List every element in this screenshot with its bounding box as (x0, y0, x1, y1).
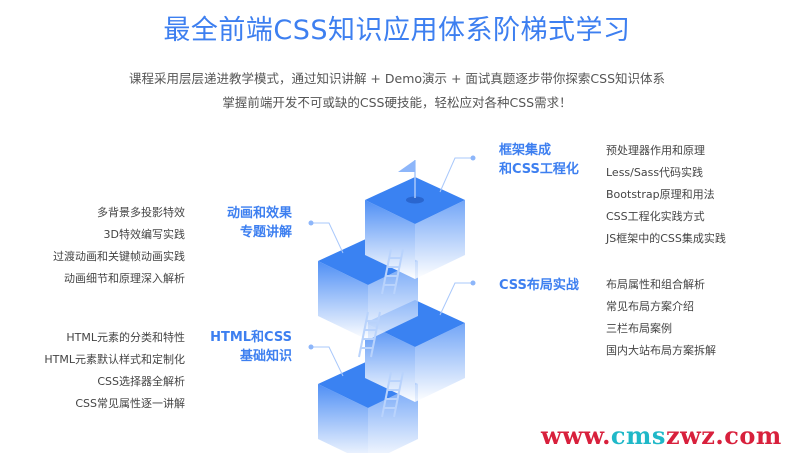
ladder-icon (393, 248, 404, 295)
label-line: 框架集成 (499, 143, 552, 158)
block-left-face (365, 200, 415, 279)
topic-item: CSS工程化实践方式 (606, 210, 705, 223)
topic-item: 多背景多投影特效 (97, 206, 185, 219)
topic-item: Less/Sass代码实践 (606, 166, 704, 179)
topic-item: CSS选择器全解析 (97, 375, 185, 388)
topic-item: 过渡动画和关键帧动画实践 (53, 250, 185, 263)
ladder-icon (358, 311, 369, 358)
ladder-icon (393, 371, 404, 418)
topic-item: CSS常见属性逐一讲解 (75, 397, 185, 410)
topic-item: 国内大站布局方案拆解 (606, 344, 716, 357)
flag-hole (406, 196, 424, 204)
topic-item: HTML元素默认样式和定制化 (44, 353, 185, 366)
label-line: HTML和CSS (210, 330, 292, 345)
block-left-face (318, 261, 368, 340)
topic-item: 动画细节和原理深入解析 (64, 272, 185, 285)
leader-dot (470, 280, 476, 286)
block-right-face (415, 323, 465, 402)
topic-item: 预处理器作用和原理 (606, 144, 705, 157)
section-label-framework: 框架集成 和CSS工程化 (499, 141, 579, 179)
ladder-icon (381, 248, 392, 295)
ladder-icon (381, 371, 392, 418)
subtitle-line-2: 掌握前端开发不可或缺的CSS硬技能，轻松应对各种CSS需求！ (222, 95, 572, 110)
leader-dot (308, 220, 314, 226)
section-label-animation: 动画和效果 专题讲解 (227, 204, 292, 242)
topic-item: 3D特效编写实践 (103, 228, 185, 241)
topic-item: 常见布局方案介绍 (606, 300, 694, 313)
leader-dot (308, 344, 314, 350)
block-right-face (368, 384, 418, 453)
label-line: 基础知识 (239, 349, 292, 364)
block-left-face (318, 384, 368, 453)
leader-line (311, 222, 344, 254)
leader-line (439, 157, 473, 193)
watermark: www.cmszwz.com (541, 421, 782, 450)
page-title: 最全前端CSS知识应用体系阶梯式学习 (163, 15, 631, 46)
topic-item: 布局属性和组合解析 (606, 278, 705, 291)
flag-icon (398, 160, 415, 172)
section-label-layout: CSS布局实战 (499, 276, 579, 295)
leader-dot (470, 155, 476, 161)
topic-item: 三栏布局案例 (606, 322, 672, 335)
topic-item: JS框架中的CSS集成实践 (606, 232, 726, 245)
label-line: 动画和效果 (226, 206, 292, 221)
topic-item: Bootstrap原理和用法 (606, 188, 715, 201)
block-right-face (415, 200, 465, 279)
topic-item: HTML元素的分类和特性 (66, 331, 185, 344)
leader-line (311, 346, 344, 377)
leader-line (439, 282, 473, 316)
ladder-icon (370, 311, 381, 358)
label-line: 专题讲解 (239, 225, 292, 240)
block-right-face (368, 261, 418, 340)
label-line: CSS布局实战 (499, 278, 579, 293)
section-label-html-css: HTML和CSS 基础知识 (210, 328, 292, 366)
label-line: 和CSS工程化 (499, 162, 579, 177)
subtitle-line-1: 课程采用层层递进教学模式，通过知识讲解 + Demo演示 + 面试真题逐步带你探… (128, 71, 666, 86)
block-left-face (365, 323, 415, 402)
